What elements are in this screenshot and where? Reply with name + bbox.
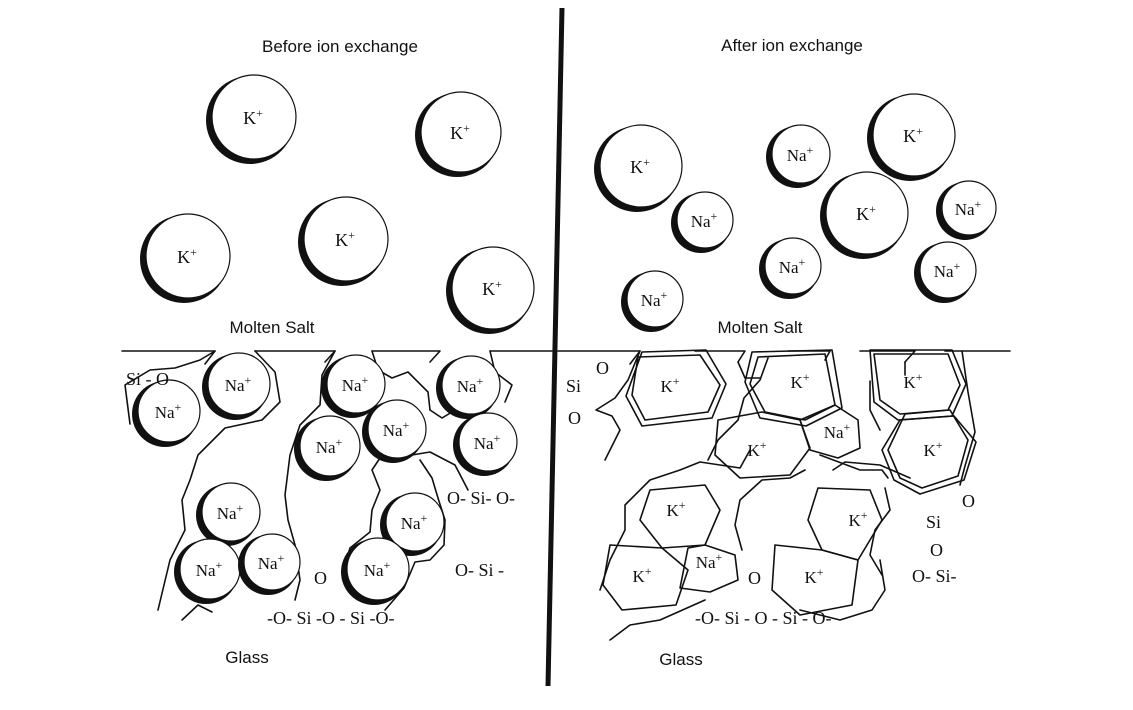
- na-ion-label: Na+: [691, 209, 718, 231]
- si-o-label: Si - O: [126, 369, 169, 389]
- k-ion-label: K+: [482, 277, 502, 299]
- glass-surface-right: [557, 350, 1011, 365]
- k-ion: K+: [820, 171, 909, 259]
- oxygen-label: O: [962, 491, 975, 511]
- k-grain-labels: K+ K+ K+ K+ K+ K+ K+ K+ K+ Na+ Na+: [632, 370, 942, 587]
- after-title: After ion exchange: [721, 36, 863, 55]
- na-ion-label: Na+: [955, 197, 982, 219]
- na-ion: Na+: [321, 354, 386, 418]
- k-ion-label: K+: [632, 564, 651, 586]
- na-ion: Na+: [341, 537, 410, 605]
- na-ion-label: Na+: [316, 435, 343, 457]
- na-ion-label: Na+: [196, 558, 223, 580]
- glass-label-right: Glass: [659, 650, 702, 669]
- na-ion-label: Na+: [217, 501, 244, 523]
- bridge-left-label: -O- Si -O - Si -O-: [267, 608, 395, 628]
- o-si-label: O- Si -: [455, 560, 504, 580]
- na-ion-label: Na+: [934, 259, 961, 281]
- na-ion-label: Na+: [474, 431, 501, 453]
- chem-left: Si - O O- Si- O- O- Si - O -O- Si -O - S…: [126, 369, 515, 628]
- o-si-o-label: O- Si- O-: [447, 488, 515, 508]
- k-ion: K+: [446, 246, 535, 334]
- oxygen-label: O: [930, 540, 943, 560]
- molten-salt-label-right: Molten Salt: [717, 318, 802, 337]
- o-si-right-label: O- Si-: [912, 566, 957, 586]
- na-ion: Na+: [671, 191, 734, 253]
- chem-right: Si O O Si O O O- Si- O -O- Si - O - Si -…: [566, 358, 975, 628]
- k-ion-label: K+: [747, 438, 766, 460]
- k-ion: K+: [140, 213, 231, 303]
- na-ion-label: Na+: [342, 373, 369, 395]
- na-ion-label: Na+: [401, 511, 428, 533]
- na-ion-label: Na+: [824, 420, 851, 442]
- k-ion-label: K+: [243, 106, 263, 128]
- k-ion-label: K+: [903, 124, 923, 146]
- na-ion: Na+: [766, 124, 831, 188]
- na-ion-label: Na+: [225, 373, 252, 395]
- k-grains-right: [602, 349, 977, 616]
- k-ion: K+: [594, 124, 683, 212]
- na-ion: Na+: [202, 352, 271, 420]
- na-ion: Na+: [196, 482, 261, 546]
- k-ion-label: K+: [856, 202, 876, 224]
- oxygen-label: O: [568, 408, 581, 428]
- na-ion: Na+: [914, 241, 977, 303]
- k-ion-label: K+: [335, 228, 355, 250]
- na-ion: Na+: [453, 412, 518, 476]
- na-ion: Na+: [238, 533, 301, 595]
- na-ion: Na+: [380, 492, 445, 556]
- na-ion: Na+: [132, 379, 201, 447]
- na-ion: Na+: [174, 538, 241, 604]
- na-ion-label: Na+: [696, 550, 723, 572]
- na-ion-label: Na+: [383, 418, 410, 440]
- k-ion-label: K+: [923, 438, 942, 460]
- na-ion-label: Na+: [364, 558, 391, 580]
- k-ion-label: K+: [903, 370, 922, 392]
- na-ion-label: Na+: [155, 400, 182, 422]
- k-ion: K+: [206, 74, 297, 164]
- na-ion: Na+: [362, 399, 427, 463]
- na-ion: Na+: [621, 270, 684, 332]
- k-ion: K+: [298, 196, 389, 286]
- glass-network-right: [595, 350, 976, 641]
- k-ion-label: K+: [666, 498, 685, 520]
- k-ion: K+: [867, 93, 956, 181]
- na-ion: Na+: [294, 415, 361, 481]
- glass-label-left: Glass: [225, 648, 268, 667]
- k-ion-label: K+: [790, 370, 809, 392]
- k-ion-label: K+: [660, 374, 679, 396]
- na-ion: Na+: [759, 237, 822, 299]
- oxygen-label: O: [748, 568, 761, 588]
- na-ion: Na+: [936, 180, 997, 240]
- oxygen-label: O: [596, 358, 609, 378]
- k-ion-label: K+: [177, 245, 197, 267]
- k-ion-label: K+: [848, 508, 867, 530]
- divider-line: [545, 7, 565, 687]
- na-ion-label: Na+: [787, 143, 814, 165]
- before-title: Before ion exchange: [262, 37, 418, 56]
- k-ion-label: K+: [450, 121, 470, 143]
- molten-salt-label-left: Molten Salt: [229, 318, 314, 337]
- oxygen-label: O: [314, 568, 327, 588]
- na-ion: Na+: [436, 355, 501, 419]
- k-ion-label: K+: [630, 155, 650, 177]
- k-ion: K+: [415, 91, 502, 177]
- na-ion-label: Na+: [457, 374, 484, 396]
- silicon-label: Si: [566, 376, 581, 396]
- na-ion-label: Na+: [258, 551, 285, 573]
- silicon-label: Si: [926, 512, 941, 532]
- k-ion-label: K+: [804, 565, 823, 587]
- na-ion-label: Na+: [641, 288, 668, 310]
- bridge-right-label: -O- Si - O - Si - O-: [695, 608, 832, 628]
- na-ion-label: Na+: [779, 255, 806, 277]
- ion-circles: K+ K+ K+ K+ K+ Na+ Na+ Na+ Na+ Na+ Na+ Na+ Na+ Na+ Na+…: [132, 74, 997, 605]
